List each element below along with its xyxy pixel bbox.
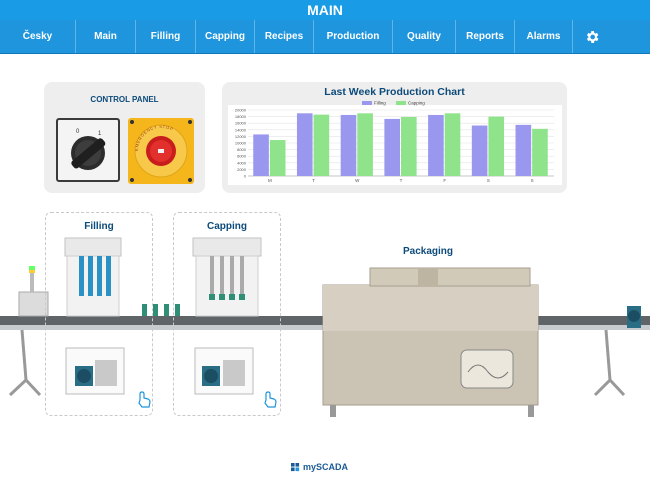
capping-touch-icon[interactable] xyxy=(264,391,277,408)
main-nav: Česky Main Filling Capping Recipes Produ… xyxy=(0,20,650,54)
filling-touch-icon[interactable] xyxy=(138,391,151,408)
bottles-on-conveyor xyxy=(142,304,180,316)
nav-item-production[interactable]: Production xyxy=(314,20,393,53)
brand-name: mySCADA xyxy=(303,462,349,472)
chart-x-tick-label: F xyxy=(443,178,446,183)
chart-legend-swatch xyxy=(362,101,372,105)
chart-y-tick-label: 0 xyxy=(244,174,247,179)
control-panel-title: CONTROL PANEL xyxy=(90,95,159,104)
chart-y-tick-label: 18000 xyxy=(235,114,247,119)
chart-x-tick-label: T xyxy=(400,178,403,183)
chart-bar-capping xyxy=(401,116,417,176)
page-title: MAIN xyxy=(0,0,650,20)
chart-y-tick-label: 6000 xyxy=(237,154,247,159)
chart-x-tick-label: S xyxy=(487,178,490,183)
emergency-stop-button[interactable]: EMERGENCY STOP xyxy=(128,118,194,184)
chart-bar-filling xyxy=(515,124,532,176)
chart-bar-capping xyxy=(532,128,548,176)
switch-off-label: 0 xyxy=(76,129,80,135)
chart-bar-filling xyxy=(340,114,357,176)
filling-station-title: Filling xyxy=(84,221,114,232)
capping-machine[interactable] xyxy=(192,237,262,395)
chart-bar-filling xyxy=(296,113,313,176)
chart-bar-filling xyxy=(384,118,400,176)
chart-bar-capping xyxy=(269,140,286,176)
filling-machine[interactable] xyxy=(64,237,125,395)
chart-y-tick-label: 20000 xyxy=(235,108,247,113)
chart-bar-capping xyxy=(357,113,373,176)
rotary-switch-icon: 0 1 xyxy=(71,129,106,170)
settings-button[interactable] xyxy=(573,20,610,53)
chart-x-tick-label: S xyxy=(531,178,534,183)
nav-item-recipes[interactable]: Recipes xyxy=(255,20,314,53)
chart-y-tick-label: 2000 xyxy=(237,167,247,172)
chart-bar-capping xyxy=(444,113,461,176)
capping-station[interactable]: Capping xyxy=(173,212,281,416)
nav-item-cesky[interactable]: Česky xyxy=(0,20,76,53)
nav-item-reports[interactable]: Reports xyxy=(456,20,515,53)
right-conveyor-stand xyxy=(593,306,641,397)
main-switch[interactable]: 0 1 xyxy=(56,118,120,182)
chart-y-tick-label: 16000 xyxy=(235,121,247,126)
filling-station[interactable]: Filling xyxy=(45,212,153,416)
chart-legend-label: Capping xyxy=(408,101,425,106)
chart-x-tick-label: T xyxy=(312,178,315,183)
nav-item-capping[interactable]: Capping xyxy=(196,20,255,53)
chart-legend-label: Filling xyxy=(374,101,386,106)
emergency-stop-icon: EMERGENCY STOP xyxy=(130,120,192,182)
packaging-machine[interactable] xyxy=(322,267,539,417)
chart-bar-filling xyxy=(471,125,488,176)
chart-y-tick-label: 8000 xyxy=(237,147,247,152)
chart-x-tick-label: W xyxy=(355,178,360,183)
left-conveyor-stand xyxy=(8,266,49,397)
chart-bar-capping xyxy=(313,114,330,176)
chart-title: Last Week Production Chart xyxy=(324,86,465,98)
chart-y-tick-label: 14000 xyxy=(235,127,247,132)
chart-y-tick-label: 10000 xyxy=(235,141,247,146)
chart-x-tick-label: M xyxy=(268,178,272,183)
packaging-station-title: Packaging xyxy=(402,246,454,257)
chart-legend-swatch xyxy=(396,101,406,105)
nav-item-filling[interactable]: Filling xyxy=(136,20,196,53)
chart-bar-filling xyxy=(428,114,444,176)
chart-bar-filling xyxy=(253,134,269,176)
nav-item-quality[interactable]: Quality xyxy=(393,20,456,53)
nav-item-main[interactable]: Main xyxy=(76,20,136,53)
brand-footer: mySCADA xyxy=(291,462,348,472)
capping-station-title: Capping xyxy=(207,221,247,232)
chart-bar-capping xyxy=(488,116,505,176)
chart-y-tick-label: 12000 xyxy=(235,134,247,139)
myscada-logo-icon xyxy=(291,462,300,471)
nav-item-alarms[interactable]: Alarms xyxy=(515,20,573,53)
chart-y-tick-label: 4000 xyxy=(237,160,247,165)
switch-on-label: 1 xyxy=(98,131,102,137)
gear-icon xyxy=(586,30,598,43)
control-panel-card: CONTROL PANEL 0 1 EMERGENCY STOP xyxy=(44,82,205,193)
